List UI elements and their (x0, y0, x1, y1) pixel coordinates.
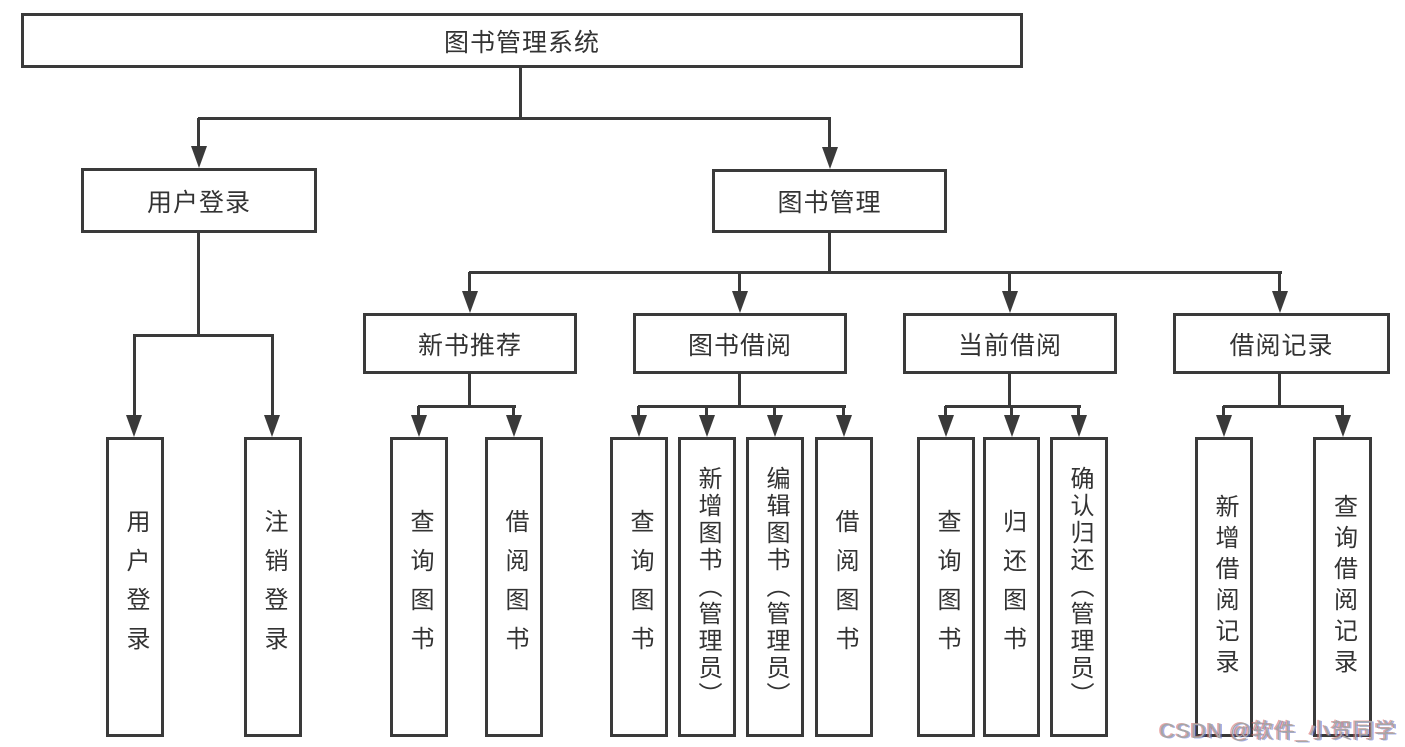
connector (468, 374, 471, 406)
node-leaf-logout-label: 注销登录 (260, 509, 287, 665)
arrowhead (1335, 415, 1351, 437)
arrowhead (506, 415, 522, 437)
arrowhead (264, 415, 280, 437)
node-leaf-borrow-books-borrowing-label: 借阅图书 (831, 509, 858, 665)
connector (945, 405, 1081, 408)
connector (637, 406, 640, 418)
node-leaf-confirm-return-admin: 确认归还（管理员） (1050, 437, 1108, 737)
node-new-book-recommend-label: 新书推荐 (417, 331, 522, 360)
connector (638, 405, 846, 408)
arrowhead (1216, 415, 1232, 437)
connector (133, 334, 274, 337)
node-leaf-query-borrow-record: 查询借阅记录 (1313, 437, 1372, 737)
connector (512, 406, 515, 418)
node-leaf-add-books-admin-label: 新增图书（管理员） (694, 465, 721, 709)
node-leaf-add-borrow-record-label: 新增借阅记录 (1211, 494, 1238, 680)
node-leaf-add-books-admin: 新增图书（管理员） (678, 437, 736, 737)
connector (1278, 374, 1281, 406)
node-leaf-edit-books-admin: 编辑图书（管理员） (746, 437, 804, 737)
connector (1008, 272, 1011, 292)
connector (198, 117, 831, 120)
node-leaf-query-books-borrowing: 查询图书 (610, 437, 668, 737)
arrowhead (1004, 415, 1020, 437)
arrowhead (767, 415, 783, 437)
connector (1010, 406, 1013, 418)
node-leaf-query-books-recommend-label: 查询图书 (406, 509, 433, 665)
node-leaf-edit-books-admin-label: 编辑图书（管理员） (762, 465, 789, 709)
connector (1341, 406, 1344, 418)
connector (469, 271, 1282, 274)
node-leaf-query-books-recommend: 查询图书 (390, 437, 448, 737)
node-current-borrowing-label: 当前借阅 (957, 331, 1062, 360)
connector (842, 406, 845, 418)
csdn-watermark: CSDN @软件_小贺同学 (1159, 720, 1397, 743)
connector (1223, 405, 1344, 408)
connector (738, 272, 741, 292)
connector (197, 118, 200, 148)
connector (1278, 272, 1281, 292)
node-current-borrowing: 当前借阅 (903, 313, 1117, 374)
arrowhead (822, 147, 838, 169)
connector (705, 406, 708, 418)
node-leaf-borrow-books-borrowing: 借阅图书 (815, 437, 873, 737)
connector (773, 406, 776, 418)
arrowhead (126, 415, 142, 437)
connector (1222, 406, 1225, 418)
node-book-management-label: 图书管理 (777, 189, 882, 217)
node-leaf-query-books-borrowing-label: 查询图书 (626, 509, 653, 665)
node-root: 图书管理系统 (21, 13, 1023, 68)
connector (133, 335, 136, 416)
connector (418, 405, 516, 408)
node-book-borrowing-label: 图书借阅 (687, 331, 792, 360)
node-book-borrowing: 图书借阅 (633, 313, 847, 374)
node-leaf-user-login: 用户登录 (106, 437, 164, 737)
node-leaf-return-books-label: 归还图书 (998, 509, 1026, 665)
connector (1008, 374, 1011, 406)
node-user-login-label: 用户登录 (146, 188, 251, 217)
node-leaf-query-borrow-record-label: 查询借阅记录 (1329, 494, 1357, 680)
node-leaf-query-books-current: 查询图书 (917, 437, 975, 737)
arrowhead (1002, 291, 1018, 313)
arrowhead (732, 291, 748, 313)
arrowhead (1272, 291, 1288, 313)
node-book-management: 图书管理 (712, 169, 947, 233)
connector (1077, 406, 1080, 418)
node-leaf-return-books: 归还图书 (983, 437, 1040, 737)
connector (519, 68, 522, 120)
node-new-book-recommend: 新书推荐 (363, 313, 577, 374)
arrowhead (699, 415, 715, 437)
connector (468, 272, 471, 292)
connector (271, 335, 274, 416)
arrowhead (836, 415, 852, 437)
arrowhead (631, 415, 647, 437)
node-root-label: 图书管理系统 (443, 28, 600, 57)
connector (828, 118, 831, 148)
arrowhead (938, 415, 954, 437)
arrowhead (191, 146, 207, 168)
node-user-login: 用户登录 (81, 168, 317, 233)
connector (417, 406, 420, 418)
node-leaf-borrow-books-recommend-label: 借阅图书 (501, 509, 528, 665)
arrowhead (1071, 415, 1087, 437)
node-borrowing-records: 借阅记录 (1173, 313, 1390, 374)
arrowhead (462, 291, 478, 313)
node-leaf-user-login-label: 用户登录 (122, 509, 149, 665)
node-borrowing-records-label: 借阅记录 (1229, 331, 1334, 360)
connector (197, 233, 200, 335)
connector (944, 406, 947, 418)
node-leaf-confirm-return-admin-label: 确认归还（管理员） (1066, 465, 1093, 709)
connector (828, 233, 831, 272)
connector (738, 374, 741, 406)
node-leaf-borrow-books-recommend: 借阅图书 (485, 437, 543, 737)
node-leaf-query-books-current-label: 查询图书 (933, 509, 960, 665)
node-leaf-logout: 注销登录 (244, 437, 302, 737)
node-leaf-add-borrow-record: 新增借阅记录 (1195, 437, 1253, 737)
arrowhead (411, 415, 427, 437)
